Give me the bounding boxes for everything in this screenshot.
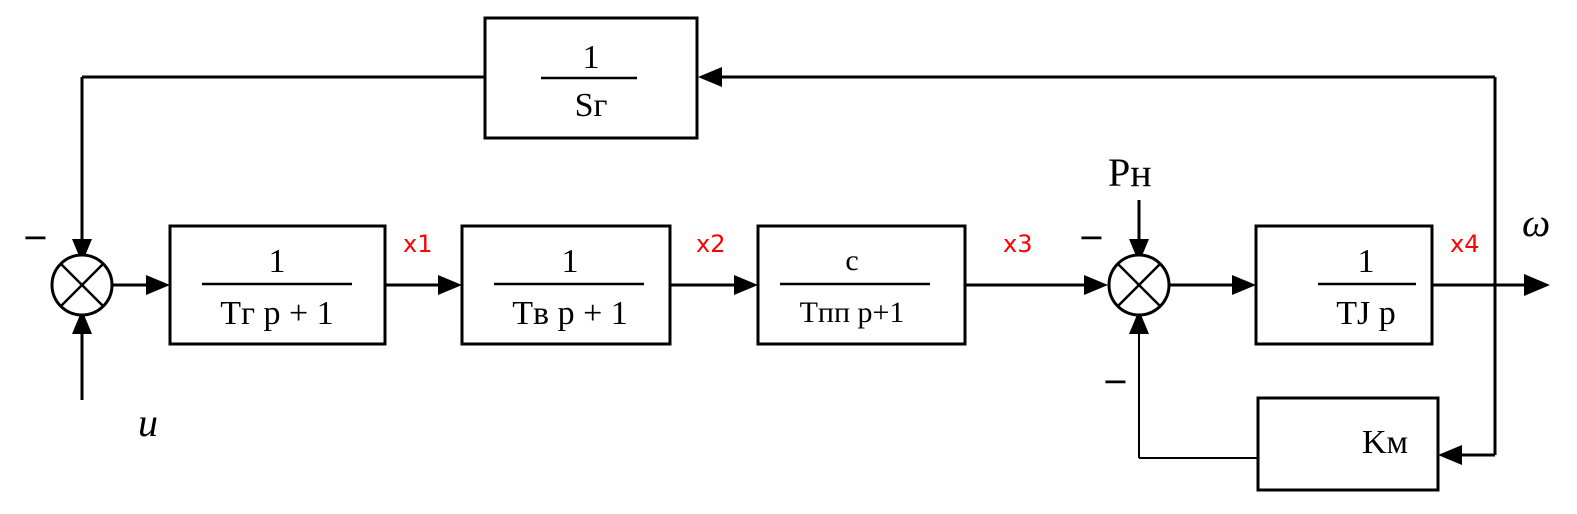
arrowhead-km-in: [1438, 445, 1462, 465]
signal-label-x1: x1: [403, 230, 432, 258]
block-2-numerator: 1: [562, 243, 579, 280]
sign-sum2-top: −: [1078, 218, 1105, 256]
block-feedback-top: 1 Sг: [483, 16, 699, 140]
arrowhead-sum1-top: [72, 239, 92, 263]
block-feedback-top-denominator: Sг: [575, 87, 608, 124]
block-feedback-top-numerator: 1: [583, 39, 600, 76]
output-symbol-omega: ω: [1522, 200, 1550, 245]
block-3-numerator: с: [845, 244, 858, 277]
arrowhead-block2-in: [438, 275, 462, 295]
block-3: с Tпп p+1: [756, 224, 967, 346]
block-1: 1 Tг p + 1: [168, 224, 387, 346]
disturbance-label: Pн: [1108, 150, 1152, 195]
block-4-numerator: 1: [1358, 243, 1375, 280]
signal-label-x3: x3: [1003, 230, 1032, 258]
block-1-denominator: Tг p + 1: [220, 295, 333, 332]
arrowhead-block1-in: [146, 275, 170, 295]
signal-label-x4: x4: [1450, 230, 1479, 258]
block-3-denominator: Tпп p+1: [800, 296, 905, 329]
arrowhead-block3-in: [734, 275, 758, 295]
block-1-numerator: 1: [269, 243, 286, 280]
arrowhead-sum1-bottom: [72, 310, 92, 334]
block-feedback-bottom-label: Kм: [1362, 424, 1408, 461]
block-2-denominator: Tв p + 1: [512, 295, 628, 332]
sign-sum2-bottom: −: [1102, 362, 1129, 400]
arrowhead-sum2-left: [1084, 275, 1108, 295]
summing-junction-1: [50, 253, 114, 317]
arrowhead-block4-in: [1232, 275, 1256, 295]
arrowhead-feedback-top: [698, 67, 722, 87]
block-4: 1 TJ p: [1254, 224, 1434, 346]
arrowhead-sum2-top: [1129, 239, 1149, 263]
sign-sum1-top: −: [22, 218, 49, 256]
arrowhead-output: [1524, 274, 1550, 296]
arrowhead-sum2-bottom: [1129, 310, 1149, 334]
summing-junction-2: [1107, 253, 1171, 317]
block-2: 1 Tв p + 1: [460, 224, 672, 346]
signal-label-x2: x2: [696, 230, 725, 258]
input-symbol-u: u: [138, 400, 158, 445]
block-4-denominator: TJ p: [1336, 295, 1396, 332]
block-feedback-bottom: Kм: [1256, 396, 1440, 492]
